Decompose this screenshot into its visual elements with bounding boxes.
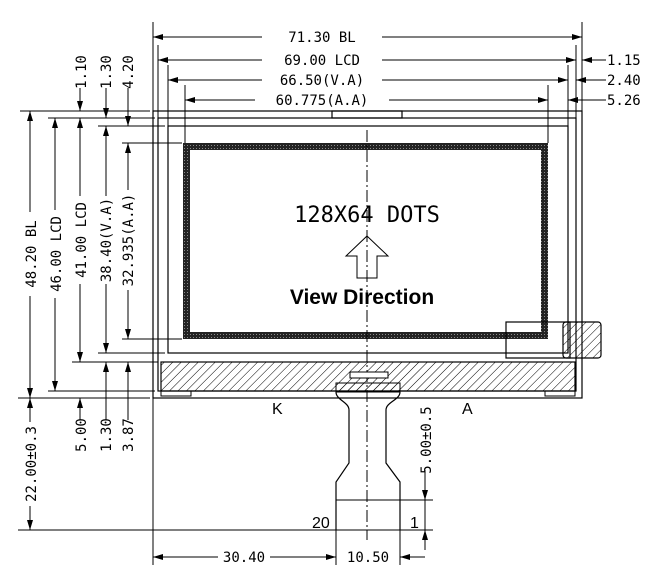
- viewing-area: [167, 125, 569, 354]
- dim-top-3: 4.20: [121, 55, 137, 89]
- dim-width-va: 66.50(V.A): [280, 73, 364, 89]
- dim-bottom-3: 3.87: [121, 418, 137, 452]
- dim-right-3: 5.26: [607, 93, 641, 109]
- fpc-cable: [335, 371, 433, 530]
- pin-label-1: 1: [410, 515, 419, 532]
- dim-height-lcd: 46.00 LCD: [49, 216, 65, 292]
- dim-width-aa: 60.775(A.A): [276, 93, 369, 109]
- dim-width-bl: 71.30 BL: [288, 30, 355, 46]
- dim-right-2: 2.40: [607, 73, 641, 89]
- dim-height-lcd2: 41.00 LCD: [74, 202, 90, 278]
- dim-width-lcd: 69.00 LCD: [284, 53, 360, 69]
- active-area: [183, 143, 548, 339]
- dim-height-aa: 32.935(A.A): [121, 194, 137, 287]
- pin-label-k: K: [272, 401, 283, 418]
- dim-fpc-length: 22.00±0.3: [24, 426, 40, 502]
- view-direction-label: View Direction: [290, 286, 434, 309]
- pin-label-20: 20: [312, 515, 330, 532]
- dim-top-1: 1.10: [74, 55, 90, 89]
- dim-top-2: 1.30: [99, 55, 115, 89]
- dim-fpc-offset: 30.40: [223, 550, 265, 566]
- display-resolution-label: 128X64 DOTS: [294, 203, 440, 228]
- dim-height-bl: 48.20 BL: [24, 220, 40, 287]
- dim-height-va: 38.40(V.A): [99, 198, 115, 282]
- dim-bottom-1: 5.00: [74, 418, 90, 452]
- dim-fpc-stiffener: 5.00±0.5: [419, 406, 435, 473]
- dim-bottom-2: 1.30: [99, 418, 115, 452]
- pin-label-a: A: [462, 401, 473, 418]
- right-connector-tab: [505, 321, 602, 359]
- view-direction-arrow: [344, 235, 390, 279]
- dim-fpc-width: 10.50: [347, 550, 389, 566]
- dim-right-1: 1.15: [607, 53, 641, 69]
